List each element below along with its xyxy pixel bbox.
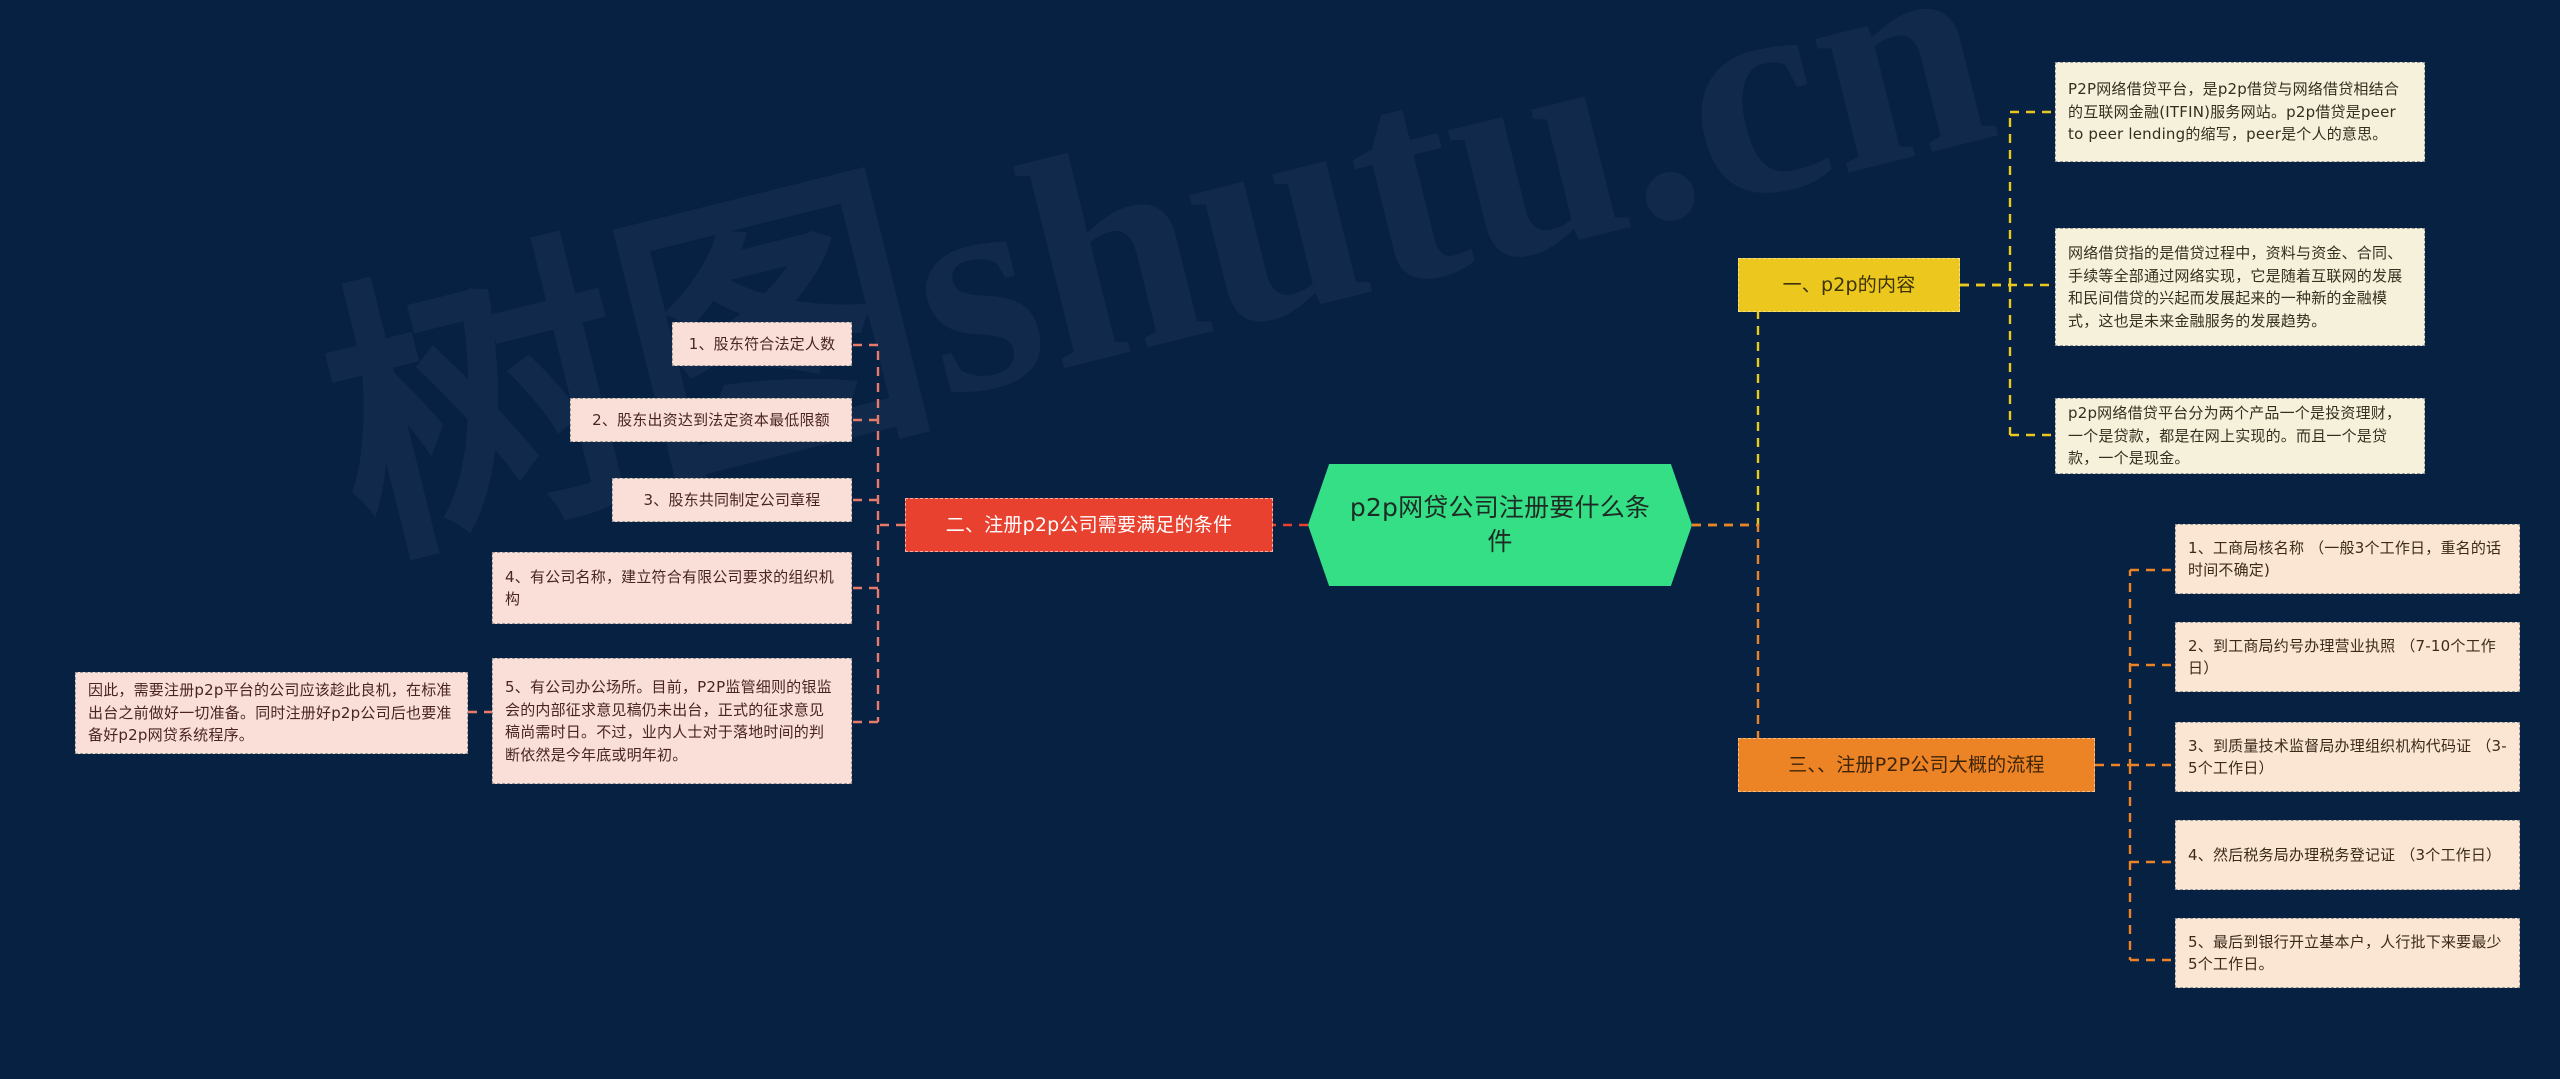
leaf-condition-3[interactable]: 3、股东共同制定公司章程 xyxy=(612,478,852,522)
leaf-process-3[interactable]: 3、到质量技术监督局办理组织机构代码证 （3-5个工作日） xyxy=(2175,722,2520,792)
link-root-spine-down xyxy=(1692,523,1760,765)
leaf-condition-5[interactable]: 5、有公司办公场所。目前，P2P监管细则的银监会的内部征求意见稿仍未出台，正式的… xyxy=(492,658,852,784)
branch-node-process[interactable]: 三、、注册P2P公司大概的流程 xyxy=(1738,738,2095,792)
note-node-1[interactable]: 因此，需要注册p2p平台的公司应该趁此良机，在标准出台之前做好一切准备。同时注册… xyxy=(75,672,468,754)
leaf-process-4-label: 4、然后税务局办理税务登记证 （3个工作日） xyxy=(2188,845,2502,864)
leaf-condition-3-label: 3、股东共同制定公司章程 xyxy=(643,490,821,509)
leaf-condition-4-label: 4、有公司名称，建立符合有限公司要求的组织机构 xyxy=(505,567,834,609)
leaf-process-1-label: 1、工商局核名称 （一般3个工作日，重名的话时间不确定) xyxy=(2188,538,2502,580)
leaf-condition-1-label: 1、股东符合法定人数 xyxy=(688,334,836,353)
leaf-condition-2-label: 2、股东出资达到法定资本最低限额 xyxy=(592,410,830,429)
link-content-trunk2 xyxy=(1960,283,2012,435)
root-node-shape: p2p网贷公司注册要什么条件 xyxy=(1308,464,1692,586)
root-node-label: p2p网贷公司注册要什么条件 xyxy=(1349,493,1651,556)
leaf-content-1[interactable]: P2P网络借贷平台，是p2p借贷与网络借贷相结合的互联网金融(ITFIN)服务网… xyxy=(2055,62,2425,162)
link-content-trunk xyxy=(1960,112,2012,287)
leaf-process-5[interactable]: 5、最后到银行开立基本户，人行批下来要最少5个工作日。 xyxy=(2175,918,2520,988)
branch-node-process-label: 三、、注册P2P公司大概的流程 xyxy=(1788,753,2045,776)
branch-node-content[interactable]: 一、p2p的内容 xyxy=(1738,258,1960,312)
note-node-1-label: 因此，需要注册p2p平台的公司应该趁此良机，在标准出台之前做好一切准备。同时注册… xyxy=(88,681,452,745)
leaf-process-3-label: 3、到质量技术监督局办理组织机构代码证 （3-5个工作日） xyxy=(2188,736,2507,778)
branch-node-conditions[interactable]: 二、注册p2p公司需要满足的条件 xyxy=(905,498,1273,552)
leaf-content-2-label: 网络借贷指的是借贷过程中，资料与资金、合同、手续等全部通过网络实现，它是随着互联… xyxy=(2068,244,2403,330)
link-root-spine-up xyxy=(1692,285,1760,527)
link-cond-trunk-up xyxy=(876,345,905,527)
leaf-condition-1[interactable]: 1、股东符合法定人数 xyxy=(672,322,852,366)
branch-node-content-label: 一、p2p的内容 xyxy=(1782,273,1916,296)
leaf-content-2[interactable]: 网络借贷指的是借贷过程中，资料与资金、合同、手续等全部通过网络实现，它是随着互联… xyxy=(2055,228,2425,346)
leaf-content-3-label: p2p网络借贷平台分为两个产品一个是投资理财，一个是贷款，都是在网上实现的。而且… xyxy=(2068,404,2402,468)
leaf-condition-2[interactable]: 2、股东出资达到法定资本最低限额 xyxy=(570,398,852,442)
leaf-process-5-label: 5、最后到银行开立基本户，人行批下来要最少5个工作日。 xyxy=(2188,932,2502,974)
leaf-process-2-label: 2、到工商局约号办理营业执照 （7-10个工作日） xyxy=(2188,636,2496,678)
branch-node-conditions-label: 二、注册p2p公司需要满足的条件 xyxy=(945,513,1233,536)
root-node[interactable]: p2p网贷公司注册要什么条件 xyxy=(1308,464,1692,586)
leaf-content-1-label: P2P网络借贷平台，是p2p借贷与网络借贷相结合的互联网金融(ITFIN)服务网… xyxy=(2068,80,2400,144)
leaf-process-4[interactable]: 4、然后税务局办理税务登记证 （3个工作日） xyxy=(2175,820,2520,890)
leaf-condition-5-label: 5、有公司办公场所。目前，P2P监管细则的银监会的内部征求意见稿仍未出台，正式的… xyxy=(505,678,832,764)
leaf-process-1[interactable]: 1、工商局核名称 （一般3个工作日，重名的话时间不确定) xyxy=(2175,524,2520,594)
leaf-process-2[interactable]: 2、到工商局约号办理营业执照 （7-10个工作日） xyxy=(2175,622,2520,692)
leaf-content-3[interactable]: p2p网络借贷平台分为两个产品一个是投资理财，一个是贷款，都是在网上实现的。而且… xyxy=(2055,398,2425,474)
leaf-condition-4[interactable]: 4、有公司名称，建立符合有限公司要求的组织机构 xyxy=(492,552,852,624)
link-process-trunk xyxy=(2095,570,2132,767)
